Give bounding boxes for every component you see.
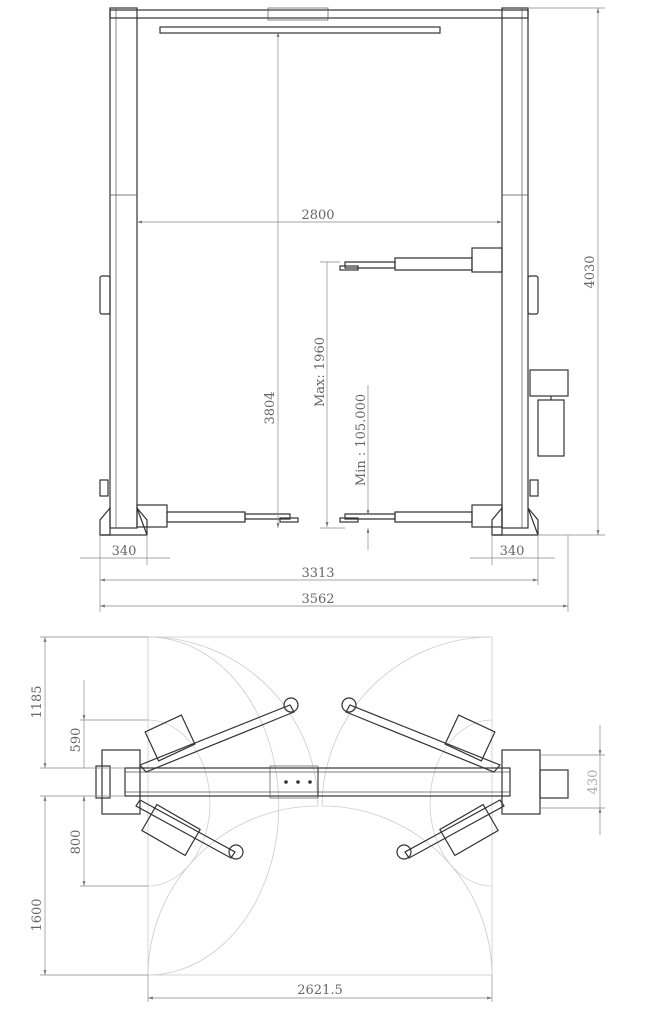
- right-post: [501, 7, 529, 529]
- dim-4030: 4030: [583, 255, 598, 288]
- arm-front-right: [341, 697, 502, 773]
- dim-min-105: Min : 105.000: [354, 394, 369, 486]
- top-beam: [109, 9, 529, 19]
- overhead-bar: [159, 26, 441, 34]
- dim-340-left: 340: [112, 544, 137, 559]
- left-lower-arm: [136, 504, 299, 528]
- top-view: 1185 590 800 1600 430 2621.5: [30, 636, 605, 1002]
- right-post-base: [501, 749, 541, 815]
- dim-590: 590: [69, 728, 84, 753]
- right-lower-arm: [339, 504, 503, 528]
- dim-1185: 1185: [30, 685, 45, 718]
- front-view: 2800 3804 4030 Max: 1960 Min : 105.000 3…: [80, 7, 605, 612]
- dim-2800: 2800: [301, 208, 334, 223]
- power-unit: [529, 369, 569, 457]
- dim-3804: 3804: [263, 391, 278, 424]
- right-upper-arm: [339, 247, 503, 273]
- right-cover: [527, 275, 539, 315]
- dim-max-1960: Max: 1960: [313, 337, 328, 407]
- left-post: [109, 7, 138, 529]
- arm-front-left: [138, 697, 299, 773]
- motor: [539, 769, 569, 799]
- left-cover: [99, 275, 111, 315]
- arm-rear-left: [135, 799, 244, 860]
- left-base-plate: [99, 506, 148, 536]
- dim-430: 430: [586, 770, 601, 795]
- dim-3562: 3562: [301, 592, 334, 607]
- dim-2621-5: 2621.5: [297, 983, 343, 998]
- dim-340-right: 340: [500, 544, 525, 559]
- arm-rear-right: [396, 799, 505, 860]
- dim-800: 800: [69, 830, 84, 855]
- right-base-plate: [491, 506, 539, 536]
- left-post-base: [101, 749, 141, 815]
- dim-3313: 3313: [301, 566, 334, 581]
- dim-1600: 1600: [30, 898, 45, 931]
